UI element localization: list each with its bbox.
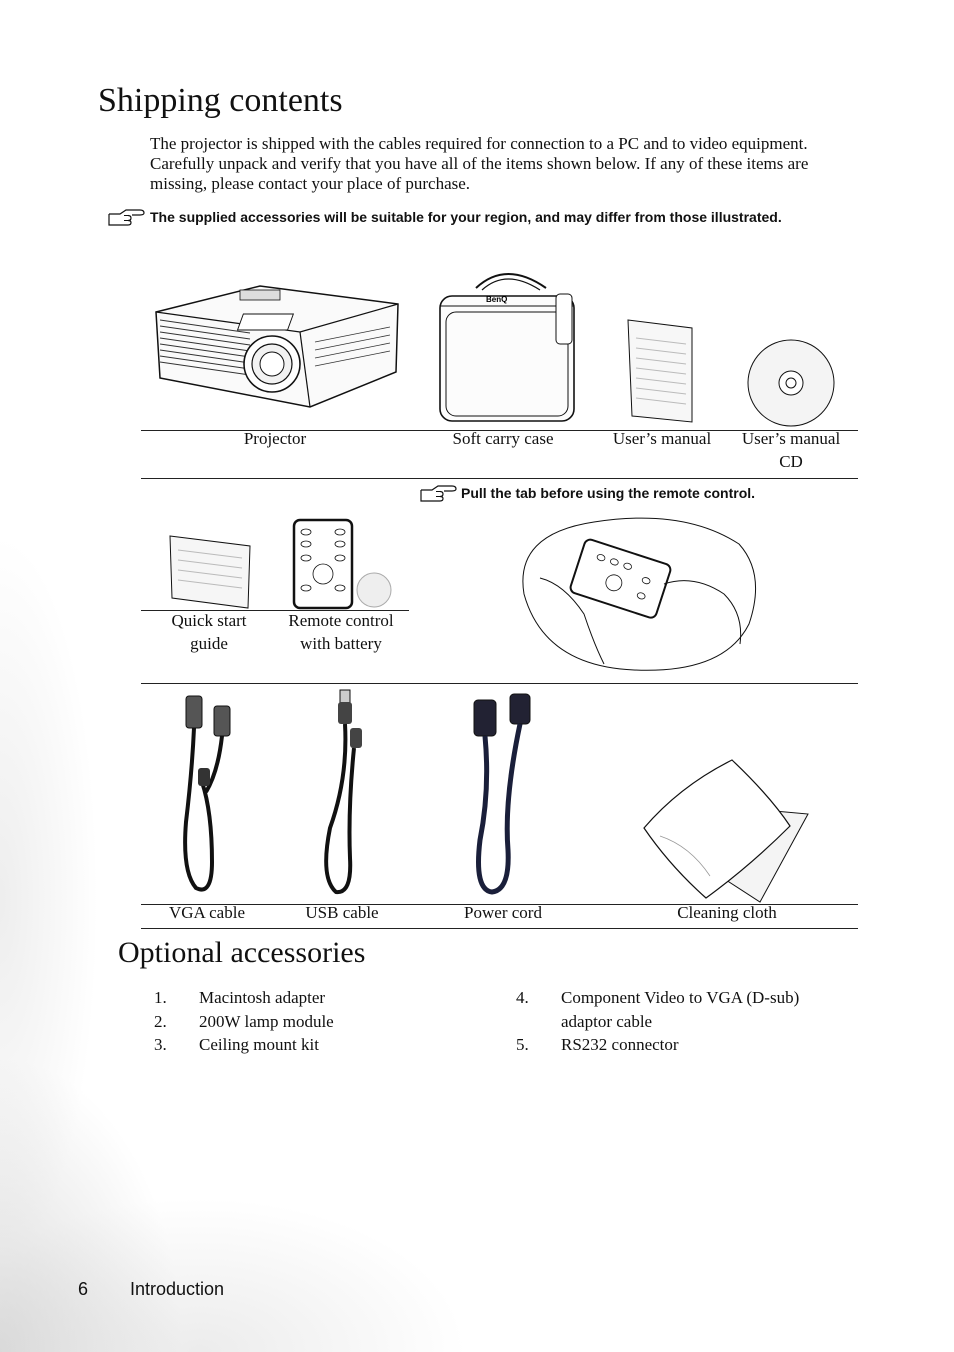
caption-carry-case: Soft carry case <box>452 429 554 448</box>
intro-paragraph: The projector is shipped with the cables… <box>150 134 809 193</box>
cleaning-cloth-image <box>643 759 809 903</box>
optional-list-left: 1.Macintosh adapter 2.200W lamp module 3… <box>154 986 454 1057</box>
note-accessories: The supplied accessories will be suitabl… <box>150 209 782 225</box>
caption-quick-start-line2: guide <box>190 634 228 653</box>
table-rule <box>141 904 858 905</box>
pointing-hand-icon <box>108 209 145 226</box>
usb-cable-image <box>324 689 362 895</box>
caption-projector: Projector <box>243 429 307 448</box>
list-item: 2.200W lamp module <box>154 1011 334 1031</box>
list-item: 3.Ceiling mount kit <box>154 1035 319 1054</box>
caption-quick-start-line1: Quick start <box>171 611 247 630</box>
table-rule <box>141 610 409 611</box>
carry-case-image: BenQ <box>439 273 575 422</box>
caption-remote-line1: Remote control <box>288 611 394 630</box>
table-rule <box>141 478 858 479</box>
table-rule <box>141 430 858 431</box>
page-title: Shipping contents <box>98 82 343 119</box>
caption-usb-cable: USB cable <box>305 903 379 922</box>
caption-users-manual: User’s manual <box>612 429 712 448</box>
svg-text:BenQ: BenQ <box>486 295 507 304</box>
list-item: 4.Component Video to VGA (D-sub) <box>516 988 800 1007</box>
table-rule <box>141 683 858 684</box>
optional-list-right: 4.Component Video to VGA (D-sub) adaptor… <box>516 986 856 1057</box>
caption-manual-cd-line1: User’s manual <box>741 429 841 448</box>
caption-remote-line2: with battery <box>300 634 382 653</box>
list-item: adaptor cable <box>561 1011 653 1031</box>
footer-section: Introduction <box>130 1279 225 1299</box>
remote-control-image <box>292 518 392 610</box>
caption-manual-cd-line2: CD <box>779 452 803 471</box>
remote-tab-illustration <box>522 517 757 671</box>
caption-cleaning-cloth: Cleaning cloth <box>677 903 777 922</box>
caption-vga-cable: VGA cable <box>168 903 245 922</box>
quick-start-guide-image <box>169 535 251 609</box>
pointing-hand-icon <box>420 485 457 502</box>
list-item: 1.Macintosh adapter <box>154 988 326 1007</box>
table-rule <box>141 928 858 929</box>
power-cord-image <box>473 693 531 895</box>
projector-image <box>155 285 399 408</box>
note-remote: Pull the tab before using the remote con… <box>461 485 756 501</box>
caption-power-cord: Power cord <box>464 903 542 922</box>
cd-image <box>747 339 835 427</box>
optional-accessories-title: Optional accessories <box>118 936 366 969</box>
users-manual-image <box>627 319 693 423</box>
vga-cable-image <box>183 695 231 892</box>
list-item: 5.RS232 connector <box>516 1035 679 1054</box>
page-number: 6 <box>78 1279 89 1299</box>
